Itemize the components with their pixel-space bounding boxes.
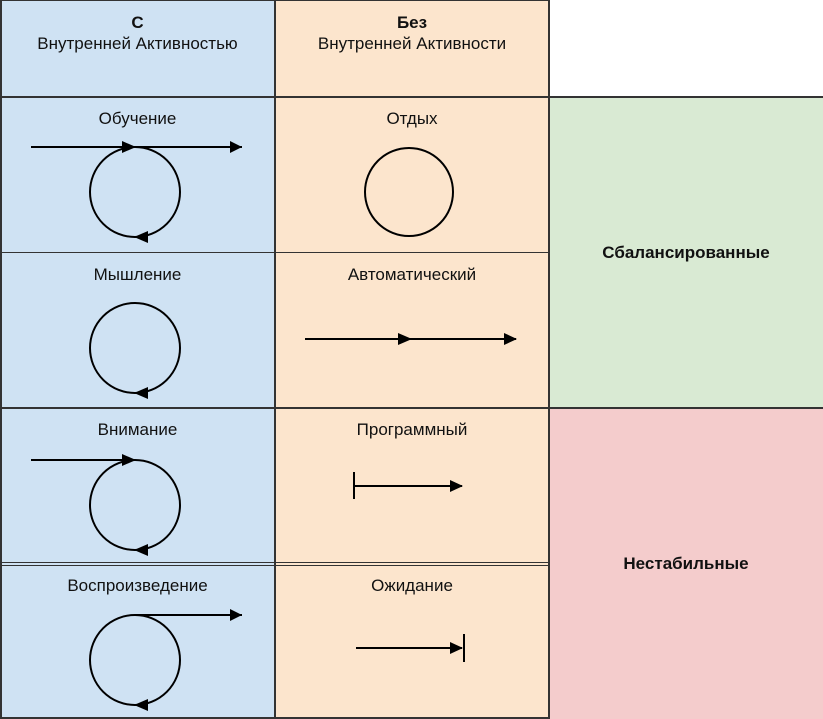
cell-reproduction: Воспроизведение bbox=[0, 564, 275, 719]
loop-with-through-arrow-icon bbox=[31, 141, 242, 243]
circle-icon bbox=[364, 147, 454, 237]
start-bar-arrow-icon bbox=[353, 472, 463, 499]
label-programmed: Программный bbox=[356, 420, 468, 439]
header-without-activity-text: Внутренней Активности bbox=[317, 34, 507, 53]
grid-line bbox=[0, 0, 550, 1]
grid-line bbox=[0, 565, 550, 566]
cell-learning: Обучение bbox=[0, 97, 275, 253]
grid-line bbox=[0, 717, 550, 719]
group-balanced: Сбалансированные bbox=[549, 97, 823, 408]
grid-line bbox=[0, 0, 2, 719]
label-attention: Внимание bbox=[97, 420, 178, 439]
header-without-activity-bold: Без bbox=[396, 13, 428, 32]
group-unstable: Нестабильные bbox=[549, 408, 823, 719]
label-thinking: Мышление bbox=[93, 265, 182, 284]
grid-line bbox=[0, 96, 823, 98]
grid-line bbox=[0, 562, 550, 563]
label-learning: Обучение bbox=[98, 109, 177, 128]
header-with-activity-bold: С bbox=[131, 13, 144, 32]
arrow-to-stop-bar-icon bbox=[356, 634, 465, 662]
label-waiting: Ожидание bbox=[371, 576, 453, 595]
group-unstable-label: Нестабильные bbox=[623, 553, 749, 573]
cell-attention: Внимание bbox=[0, 408, 275, 564]
grid-line bbox=[274, 0, 276, 719]
label-reproduction: Воспроизведение bbox=[67, 576, 208, 595]
cell-rest: Отдых bbox=[275, 97, 549, 253]
label-automatic: Автоматический bbox=[347, 265, 477, 284]
header-without-activity: Без Внутренней Активности bbox=[275, 0, 549, 97]
arrow-into-loop-icon bbox=[31, 454, 181, 556]
closed-loop-icon bbox=[89, 302, 181, 399]
cell-thinking: Мышление bbox=[0, 253, 275, 408]
cell-automatic: Автоматический bbox=[275, 253, 549, 408]
group-balanced-label: Сбалансированные bbox=[602, 242, 770, 262]
cell-waiting: Ожидание bbox=[275, 564, 549, 719]
loop-out-arrow-icon bbox=[89, 609, 242, 711]
label-rest: Отдых bbox=[386, 109, 438, 128]
grid-line bbox=[548, 0, 550, 719]
header-with-activity-text: Внутренней Активностью bbox=[37, 34, 238, 53]
grid-line bbox=[0, 407, 823, 409]
straight-arrow-icon bbox=[305, 333, 517, 345]
header-with-activity: С Внутренней Активностью bbox=[0, 0, 275, 97]
grid-line bbox=[0, 252, 550, 253]
